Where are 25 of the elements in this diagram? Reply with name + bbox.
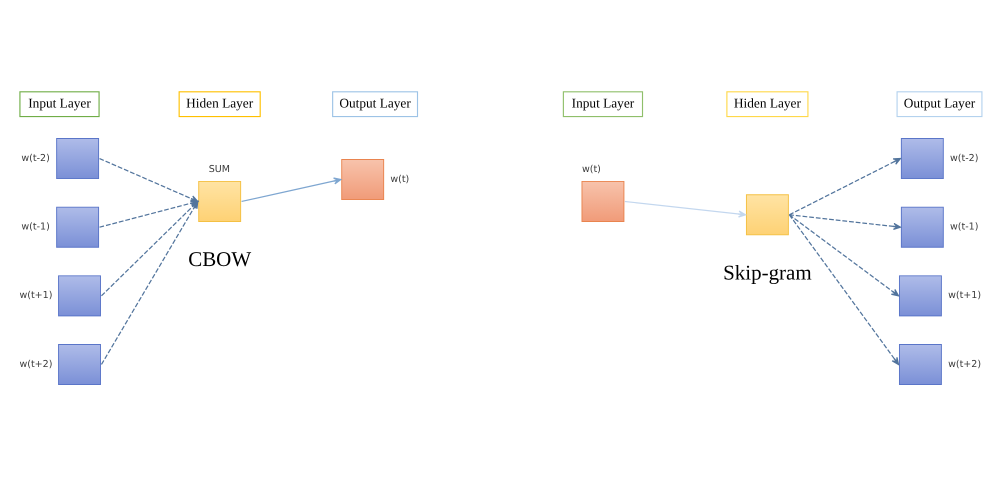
arrow <box>241 176 342 202</box>
node-label: w(t) <box>390 173 410 184</box>
arrow <box>789 157 902 215</box>
arrow <box>788 214 900 296</box>
arrow <box>788 214 900 365</box>
node-label: SUM <box>208 163 230 174</box>
node-label: w(t+1) <box>948 290 982 301</box>
node-box: Hiden Layer <box>178 90 261 117</box>
node-label: w(t+2) <box>948 358 982 370</box>
node-label: w(t-1) <box>950 221 978 232</box>
node-label: w(t-2) <box>950 152 978 164</box>
node-label: w(t+1) <box>19 290 52 301</box>
node-box: Output Layer <box>332 90 418 117</box>
arrow <box>624 200 746 218</box>
node-label: w(t-2) <box>21 152 50 164</box>
node-label: w(t-1) <box>21 221 50 232</box>
label: CBOW <box>188 246 252 270</box>
label: Skip-gram <box>723 260 812 284</box>
node-label: w(t) <box>582 163 601 174</box>
node-box: Output Layer <box>896 90 982 117</box>
node-label: w(t+2) <box>19 358 52 370</box>
arrow <box>789 214 902 230</box>
node-box: Hiden Layer <box>726 90 808 117</box>
node-box: Input Layer <box>562 90 644 117</box>
node-box: Input Layer <box>19 90 100 117</box>
